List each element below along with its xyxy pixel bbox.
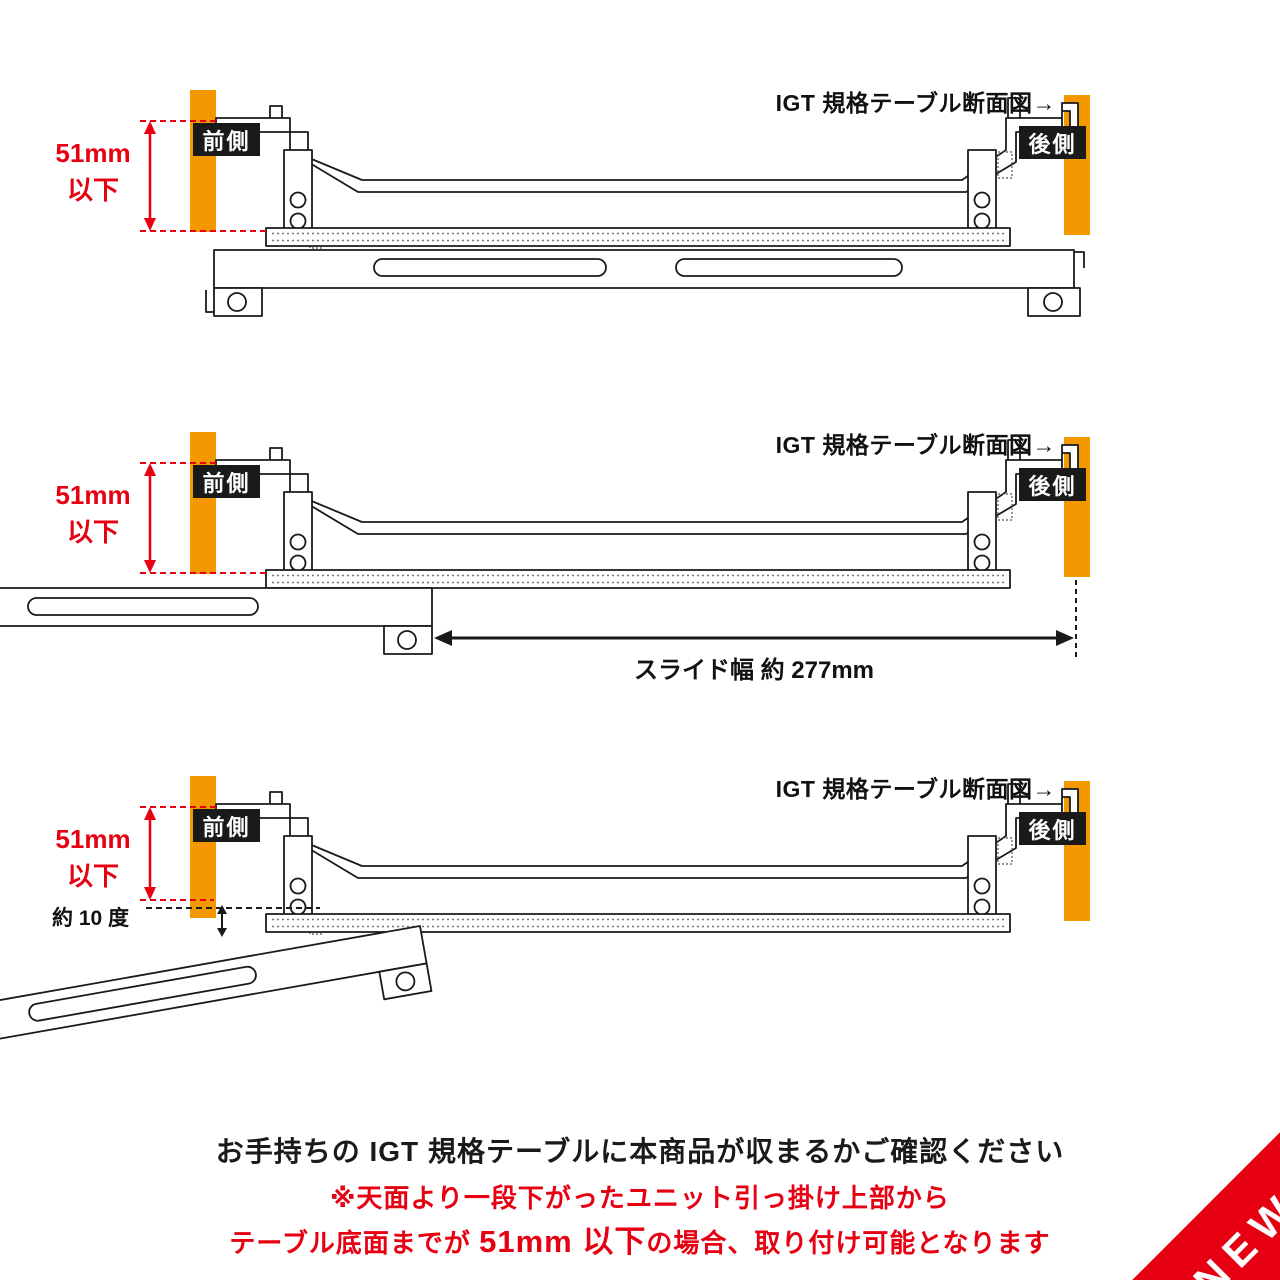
slide-width-label: スライド幅 約 277mm xyxy=(633,657,875,684)
dim-51mm-text: 51mm xyxy=(55,824,131,854)
pivot-hole xyxy=(395,971,416,992)
slide-slot xyxy=(373,258,607,277)
footer-note-prefix: テーブル底面までが xyxy=(229,1228,480,1258)
slide-bar-tilted xyxy=(0,925,433,1090)
slide-bar-extended xyxy=(0,587,433,655)
dim-51mm-text: 51mm xyxy=(55,480,131,510)
footer-note-suffix: の場合、取り付け可能となります xyxy=(646,1228,1051,1258)
slide-bar-closed xyxy=(205,249,1085,317)
dimension-slide-width xyxy=(434,580,1077,658)
arrowhead-up xyxy=(217,905,227,914)
front-side-label: 前側 xyxy=(193,465,260,498)
dimension-51mm-top xyxy=(140,120,268,232)
front-side-label: 前側 xyxy=(193,123,260,156)
back-side-label: 後側 xyxy=(1019,126,1086,159)
footer-note-red-1: ※天面より一段下がったユニット引っ掛け上部から xyxy=(330,1183,950,1213)
dim-51mm-text: 51mm xyxy=(55,138,131,168)
front-side-label: 前側 xyxy=(193,809,260,842)
cross-section-caption: IGT 規格テーブル断面図→ xyxy=(775,776,1056,802)
slide-bar xyxy=(213,249,1075,289)
footer-note-red-2: テーブル底面までが 51mm 以下の場合、取り付け可能となります xyxy=(0,1216,1280,1261)
slide-left-hook xyxy=(205,290,214,313)
back-side-label: 後側 xyxy=(1019,812,1086,845)
dimension-51mm-bottom xyxy=(140,806,216,901)
slide-slot xyxy=(675,258,903,277)
arrowhead-right xyxy=(1056,630,1074,646)
footer-note-51mm-emphasis: 51mm 以下 xyxy=(479,1224,647,1259)
arrowhead-up xyxy=(144,121,156,134)
arrowhead-down xyxy=(144,560,156,573)
arrowhead-up xyxy=(144,463,156,476)
dim-ika-text: 以下 xyxy=(66,517,119,547)
arrowhead-down xyxy=(217,928,227,937)
dimension-51mm-middle xyxy=(140,462,268,574)
arrowhead-left xyxy=(434,630,452,646)
angle-10deg-label: 約 10 度 xyxy=(52,907,130,930)
footer-note-main: お手持ちの IGT 規格テーブルに本商品が収まるかご確認ください xyxy=(215,1136,1065,1167)
pivot-hole xyxy=(227,292,247,312)
cross-section-caption: IGT 規格テーブル断面図→ xyxy=(775,90,1056,116)
dim-ika-text: 以下 xyxy=(66,861,119,891)
dim-ika-text: 以下 xyxy=(66,175,119,205)
slide-slot xyxy=(28,965,257,1022)
pivot-hole xyxy=(397,630,417,650)
arrowhead-down xyxy=(144,887,156,900)
cross-section-caption: IGT 規格テーブル断面図→ xyxy=(775,432,1056,458)
slide-right-hook xyxy=(1074,251,1085,268)
arrowhead-up xyxy=(144,807,156,820)
dimension-angle-10deg xyxy=(146,905,320,937)
arrowhead-down xyxy=(144,218,156,231)
pivot-hole xyxy=(1043,292,1063,312)
back-side-label: 後側 xyxy=(1019,468,1086,501)
slide-slot xyxy=(27,597,259,616)
